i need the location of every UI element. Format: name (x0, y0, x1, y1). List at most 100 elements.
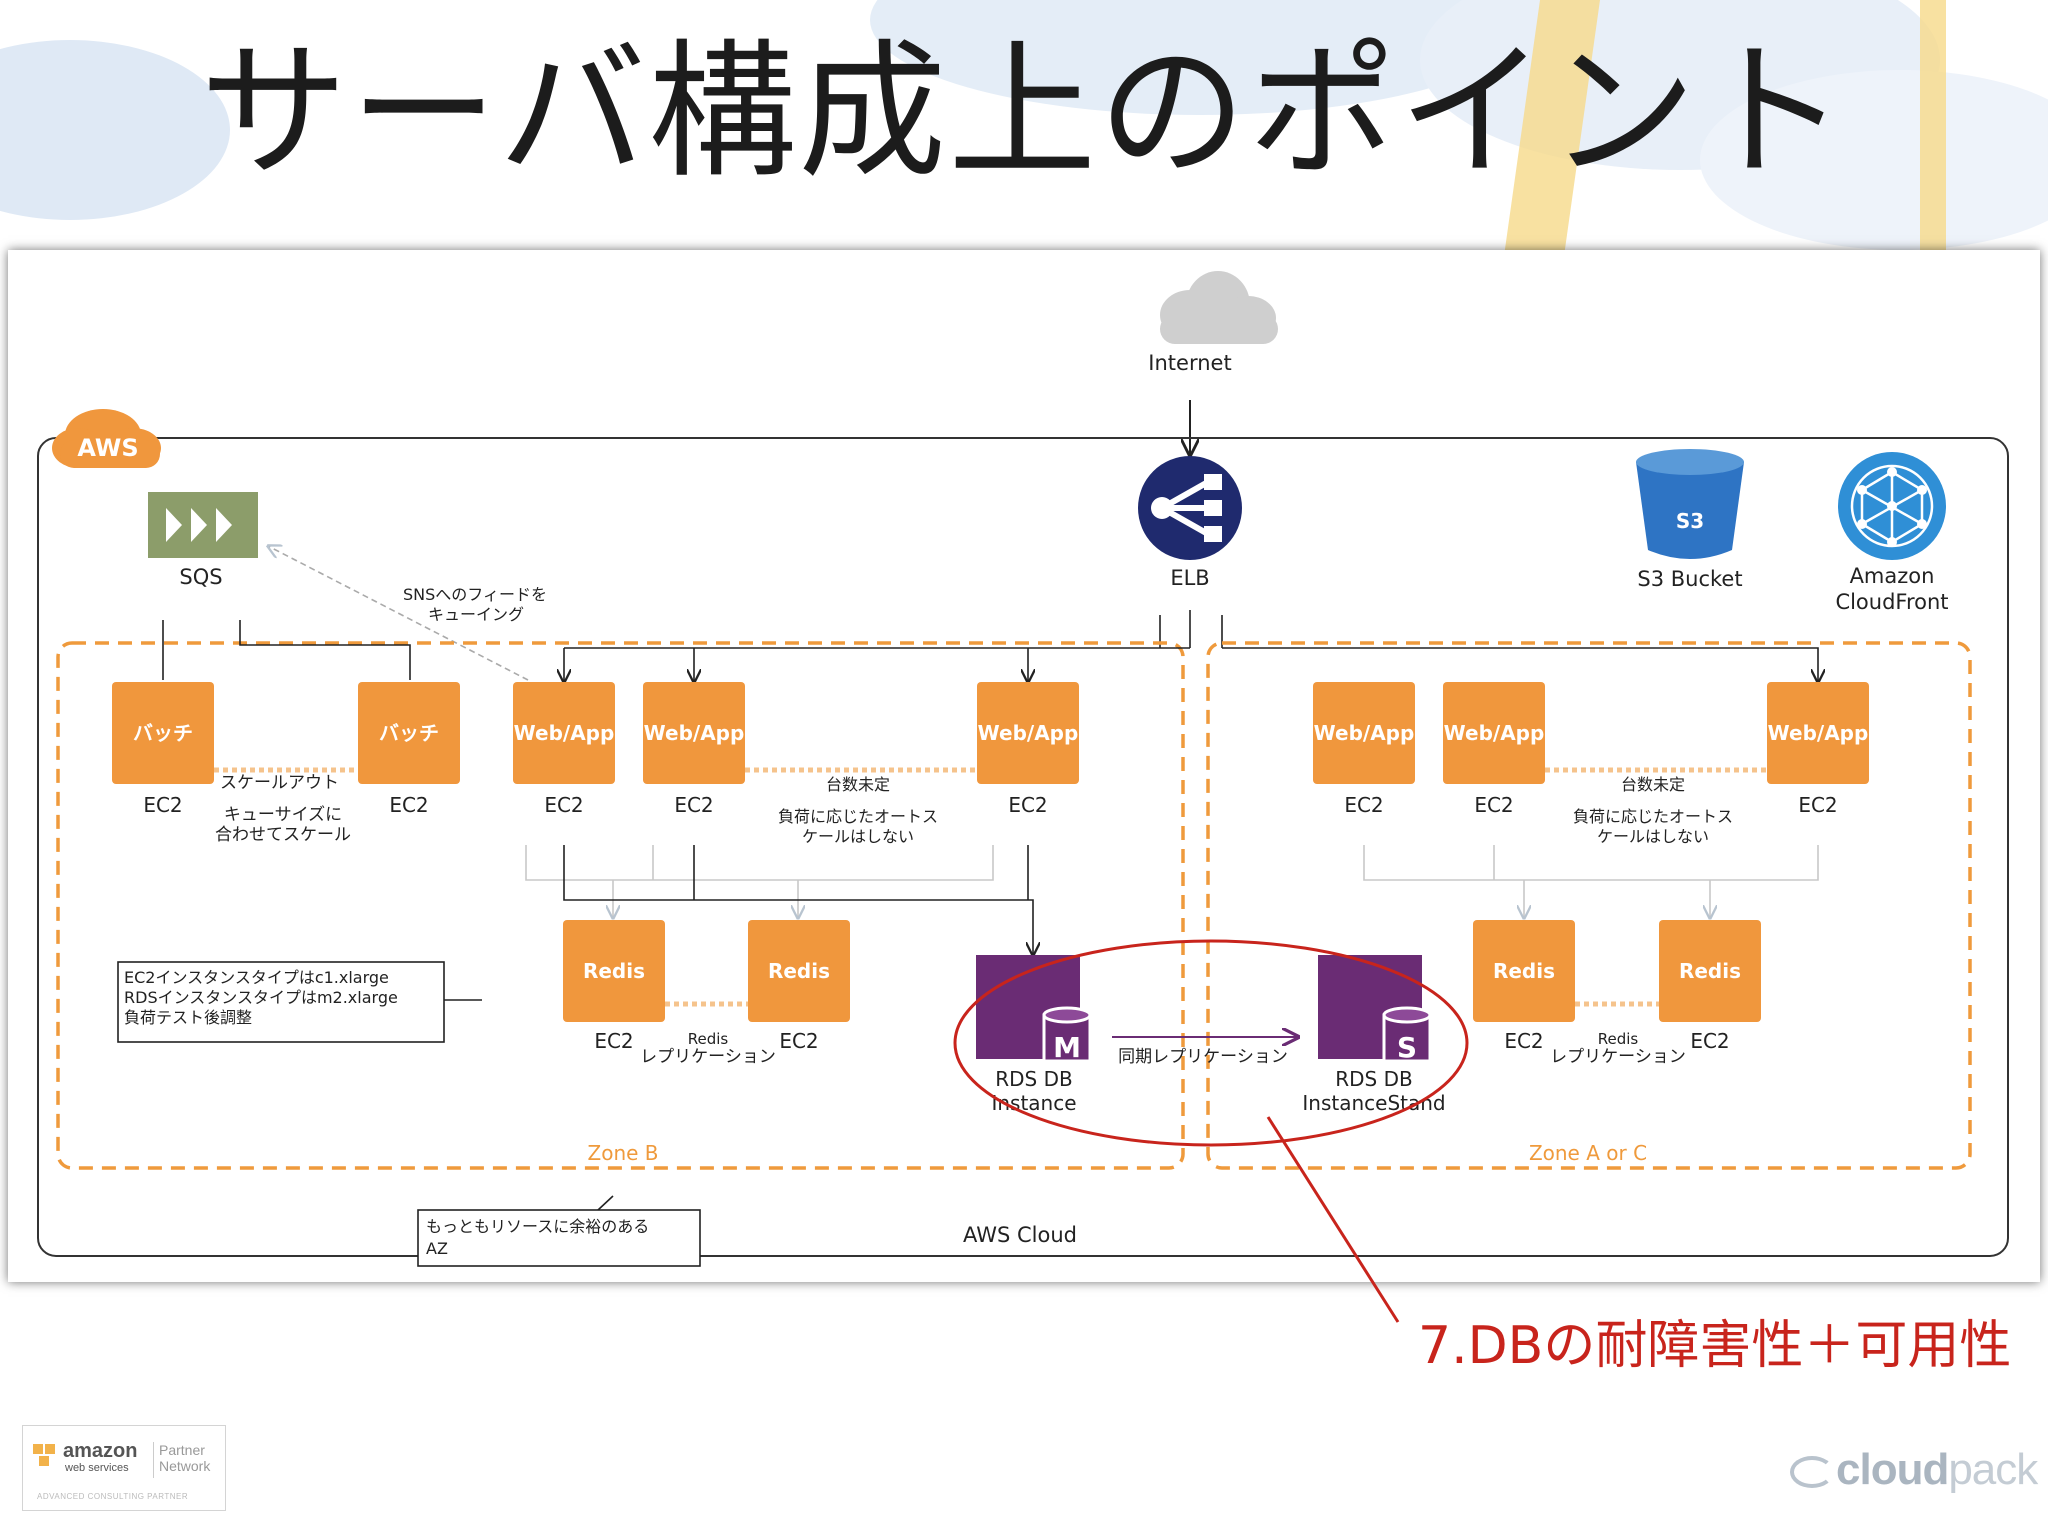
sqs-to-batch2-line (239, 620, 411, 680)
webapp-b1-label: Web/App (514, 721, 615, 745)
internet-label: Internet (1148, 351, 1231, 375)
redis-ac1-label: Redis (1493, 959, 1555, 983)
zone-ac-boundary (1206, 641, 1972, 1170)
sqs-icon (148, 492, 258, 558)
webapp-ac3-ec2: EC2 (1798, 793, 1837, 817)
webapp-b3 (977, 682, 1079, 784)
webapp-b2-label: Web/App (644, 721, 745, 745)
partner-brand: amazon (63, 1440, 138, 1462)
webapp-ac3-label: Web/App (1768, 721, 1869, 745)
scaleout-note-line1: キューサイズに (224, 805, 342, 825)
redis-ac1 (1473, 920, 1575, 1022)
redis-b-replication-label: レプリケーション (640, 1047, 776, 1067)
webapp-b1 (513, 682, 615, 784)
webapp-ac2-label: Web/App (1444, 721, 1545, 745)
cloudpack-word-b: pack (1948, 1445, 2038, 1494)
webapp-ac1-label: Web/App (1314, 721, 1415, 745)
cloudpack-logo: cloudpack (1790, 1445, 2038, 1495)
batch-node-1-ec2: EC2 (143, 793, 182, 817)
partner-caption: ADVANCED CONSULTING PARTNER (37, 1492, 189, 1501)
diagram-canvas: Internet AWS AWS Cloud ELB SQS SNSへのフィード… (37, 271, 2009, 1267)
aws-partner-boxes-icon (31, 1442, 59, 1470)
redis-b1-ec2: EC2 (594, 1029, 633, 1053)
batch-node-2-label: バッチ (379, 721, 439, 745)
slide-title: サーバ構成上のポイント (199, 26, 1849, 198)
partner-divider (153, 1442, 154, 1478)
webapp-ac-redis-bus (1363, 845, 1819, 881)
cloudfront-icon (1838, 452, 1946, 560)
cloudfront-label-line1: Amazon (1850, 564, 1935, 588)
instance-type-note (117, 961, 445, 1043)
elb-icon (1138, 456, 1242, 560)
redis-ac2-label: Redis (1679, 959, 1741, 983)
rds-master-db-icon (1042, 1006, 1092, 1063)
aws-cloud-boundary (37, 437, 2009, 1257)
webapp-ac1 (1313, 682, 1415, 784)
redis-b2-ec2: EC2 (779, 1029, 818, 1053)
sns-note-line1: SNSへのフィードを (403, 585, 547, 604)
webapp-b2-ec2: EC2 (674, 793, 713, 817)
zone-b-label: Zone B (588, 1141, 659, 1165)
webapp-ac2 (1443, 682, 1545, 784)
redis-b2 (748, 920, 850, 1022)
zone-b-boundary (56, 641, 1185, 1170)
batch-node-1 (112, 682, 214, 784)
sync-replication-label: 同期レプリケーション (1118, 1047, 1288, 1067)
redis-b2-label: Redis (768, 959, 830, 983)
scaleout-label: スケールアウト (220, 773, 339, 793)
webapp-b1-ec2: EC2 (544, 793, 583, 817)
rds-master-letter: M (1053, 1031, 1081, 1064)
cloudpack-swirl-icon (1790, 1456, 1834, 1489)
decoration-svg (0, 0, 2048, 250)
redis-ac-replication-label: レプリケーション (1550, 1047, 1686, 1067)
webapp-b-redis-bus (525, 845, 994, 881)
s3-label: S3 Bucket (1637, 567, 1742, 591)
background-cloud-decoration (0, 0, 2048, 250)
rds-standby-label-line1: RDS DB (1335, 1067, 1412, 1091)
elb-label: ELB (1170, 566, 1209, 590)
webapp-ac-autoscale-line2: ケールはしない (1597, 827, 1709, 846)
batch-node-1-label: バッチ (133, 721, 193, 745)
scaleout-note-line2: 合わせてスケール (215, 825, 351, 845)
sns-note-line2: キューイング (428, 605, 524, 624)
s3-bucket-icon (1636, 449, 1744, 559)
elb-to-webapp-right-arrow (1222, 647, 1818, 682)
webapp-b-autoscale-line2: ケールはしない (802, 827, 914, 846)
batch-node-2-ec2: EC2 (389, 793, 428, 817)
instance-type-note-line1: EC2インスタンスタイプはc1.xlarge (124, 968, 389, 987)
webapp-b3-label: Web/App (978, 721, 1079, 745)
aws-partner-logo: amazon web services Partner Network ADVA… (22, 1425, 226, 1511)
rds-master-label-line1: RDS DB (995, 1067, 1072, 1091)
instance-type-note-line3: 負荷テスト後調整 (124, 1008, 252, 1027)
instance-type-note-line2: RDSインスタンスタイプはm2.xlarge (124, 988, 398, 1007)
redis-b1 (563, 920, 665, 1022)
webapp-b2 (643, 682, 745, 784)
webapp-b-autoscale-line1: 負荷に応じたオートス (778, 807, 938, 826)
redis-ac2 (1659, 920, 1761, 1022)
zone-ac-label: Zone A or C (1529, 1141, 1647, 1165)
rds-standby-letter: S (1397, 1031, 1417, 1064)
az-note (417, 1209, 701, 1267)
rds-standby-db-icon (1382, 1006, 1432, 1063)
redis-b1-label: Redis (583, 959, 645, 983)
redis-b-small-label: Redis (688, 1030, 729, 1048)
webapp-ac3 (1767, 682, 1869, 784)
aws-badge-label: AWS (77, 434, 138, 462)
redis-ac1-ec2: EC2 (1504, 1029, 1543, 1053)
cloudfront-label-line2: CloudFront (1835, 590, 1948, 614)
webapp-b-count-note: 台数未定 (826, 775, 890, 794)
webapp-ac-count-note: 台数未定 (1621, 775, 1685, 794)
s3-icon-text: S3 (1676, 509, 1704, 533)
cloudpack-word-a: cloud (1836, 1445, 1949, 1494)
redis-ac-small-label: Redis (1598, 1030, 1639, 1048)
batch-node-2 (358, 682, 460, 784)
az-note-pointer (597, 1195, 614, 1211)
webapp-ac2-ec2: EC2 (1474, 793, 1513, 817)
az-note-line1: もっともリソースに余裕のある (426, 1217, 649, 1236)
sns-feed-arrow (268, 546, 529, 681)
webapp-ac1-ec2: EC2 (1344, 793, 1383, 817)
aws-badge-icon (52, 409, 161, 468)
partner-sub: web services (65, 1462, 129, 1474)
webapp-b3-ec2: EC2 (1008, 793, 1047, 817)
redis-ac2-ec2: EC2 (1690, 1029, 1729, 1053)
